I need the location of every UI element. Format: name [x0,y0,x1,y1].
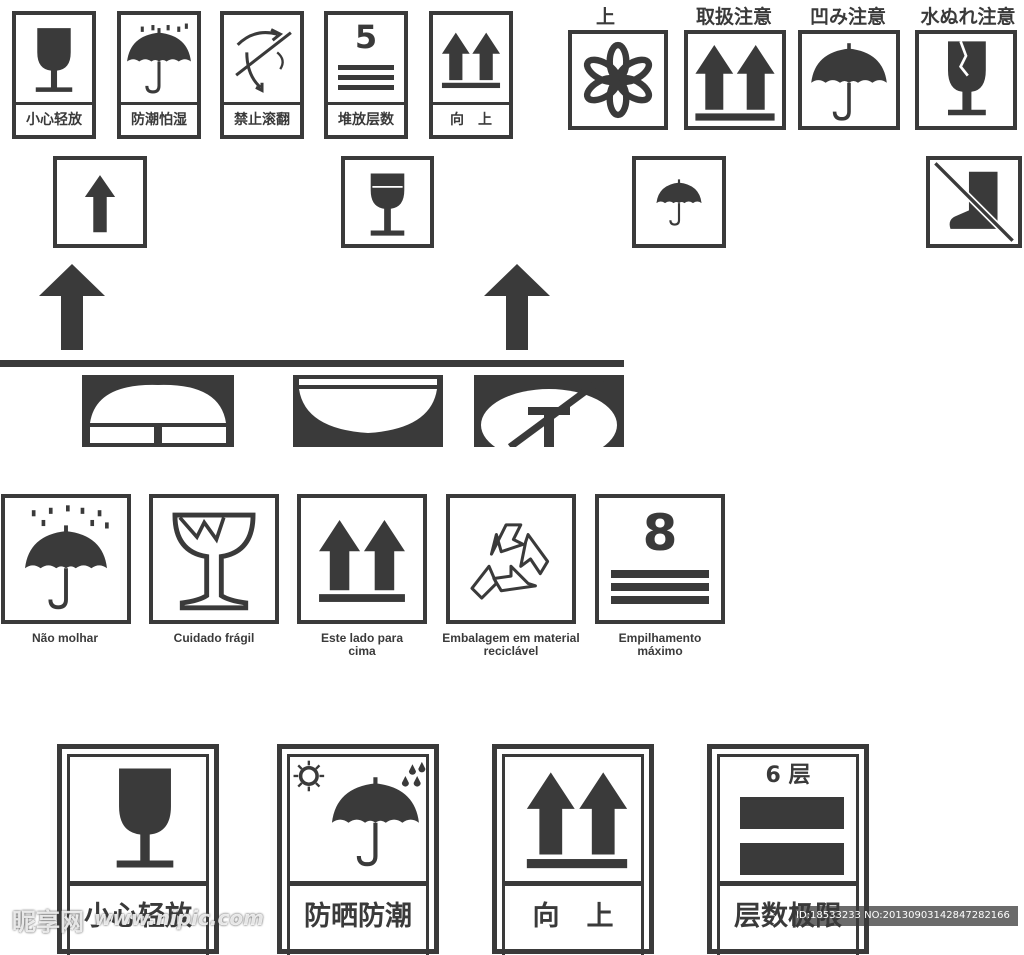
sign-label: 堆放层数 [328,102,404,135]
sign-label: 防晒防潮 [304,901,412,932]
watermark-logo: 昵享网 [12,908,84,936]
fragile-glass-sign [341,156,434,248]
two-arrows-up-icon [438,23,504,95]
cn-big-handle-with-care-sign: 小心轻放 [57,744,219,955]
stack-bars-icon [740,797,844,875]
sign-caption: Cuidado frágil [173,631,255,645]
cn-do-not-roll-sign: 禁止滚翻 [220,11,304,139]
sign-label: 小心轻放 [84,901,192,932]
sign-caption: Não molhar [31,631,98,645]
large-up-arrow-icon [39,264,105,350]
sign-label: 禁止滚翻 [224,102,300,135]
recycle-icon [470,523,550,600]
stack-number: 8 [642,504,678,562]
dome-down-tile [293,375,443,447]
two-arrows-up-icon [690,36,780,126]
broken-glass-icon [948,40,986,116]
jp-flower-sign [568,30,668,130]
wine-glass-icon [370,173,405,236]
stack-label: 6 层 [765,763,811,788]
sun-umbrella-rain-icon [293,760,426,875]
pt-this-side-up-sign [297,494,427,624]
sign-label: 小心轻放 [16,102,92,135]
wine-glass-icon [86,759,204,877]
sign-label: 防潮怕湿 [121,102,197,135]
asterisk-flower-icon [583,41,653,119]
sign-caption: Este lado para cima [320,631,404,658]
umbrella-rain-icon [5,505,127,620]
cn-handle-with-care-sign: 小心轻放 [12,11,96,139]
jp-title: 水ぬれ注意 [920,6,1016,28]
cn-big-this-way-up-sign: 向 上 [492,744,654,955]
cn-this-way-up-sign: 向 上 [429,11,513,139]
stack-number: 5 [354,18,378,56]
watermark-id: ID:18533233 NO:20130903142847282166 [792,906,1018,926]
up-arrow-icon [84,175,116,233]
crossed-umbrella-tile [474,375,624,447]
jp-water-caution-sign [915,30,1017,130]
up-arrow-sign [53,156,147,248]
sign-caption: Empilhamento máximo [618,631,702,658]
cn-big-sun-rain-sign: 防晒防潮 [277,744,439,955]
sign-caption: Embalagem em material reciclável [442,631,580,658]
dome-up-tile [82,375,234,447]
pt-keep-dry-sign [1,494,131,624]
cn-stack-limit-sign: 5 堆放层数 [324,11,408,139]
pt-recyclable-sign [446,494,576,624]
broken-glass-outline-icon [172,512,256,611]
jp-title: 取扱注意 [695,6,772,28]
stack-lines-icon [338,65,394,90]
two-arrows-up-icon [301,498,423,620]
large-up-arrow-icon [484,264,550,350]
umbrella-icon [804,36,894,126]
jp-handle-with-care-sign [684,30,786,130]
no-rolling-icon [235,28,292,93]
jp-dent-caution-sign [798,30,900,130]
keep-dry-sign [632,156,726,248]
jp-title: 上 [596,6,616,28]
sign-label: 向 上 [433,102,509,135]
umbrella-rain-icon [121,23,197,101]
pt-max-stack-sign: 8 [595,494,725,624]
wine-glass-icon [16,19,92,101]
horizontal-rule [0,360,624,367]
sign-label: 向 上 [532,901,614,932]
cn-keep-dry-sign: 防潮怕湿 [117,11,201,139]
watermark-url: www.nipic.com [94,906,264,930]
crossed-boot-icon [932,160,1016,244]
two-arrows-up-icon [515,761,639,875]
stack-lines-icon [611,570,709,604]
umbrella-icon [636,160,722,244]
no-boot-sign [926,156,1022,248]
pt-fragile-sign [149,494,279,624]
jp-title: 凹み注意 [809,6,886,28]
